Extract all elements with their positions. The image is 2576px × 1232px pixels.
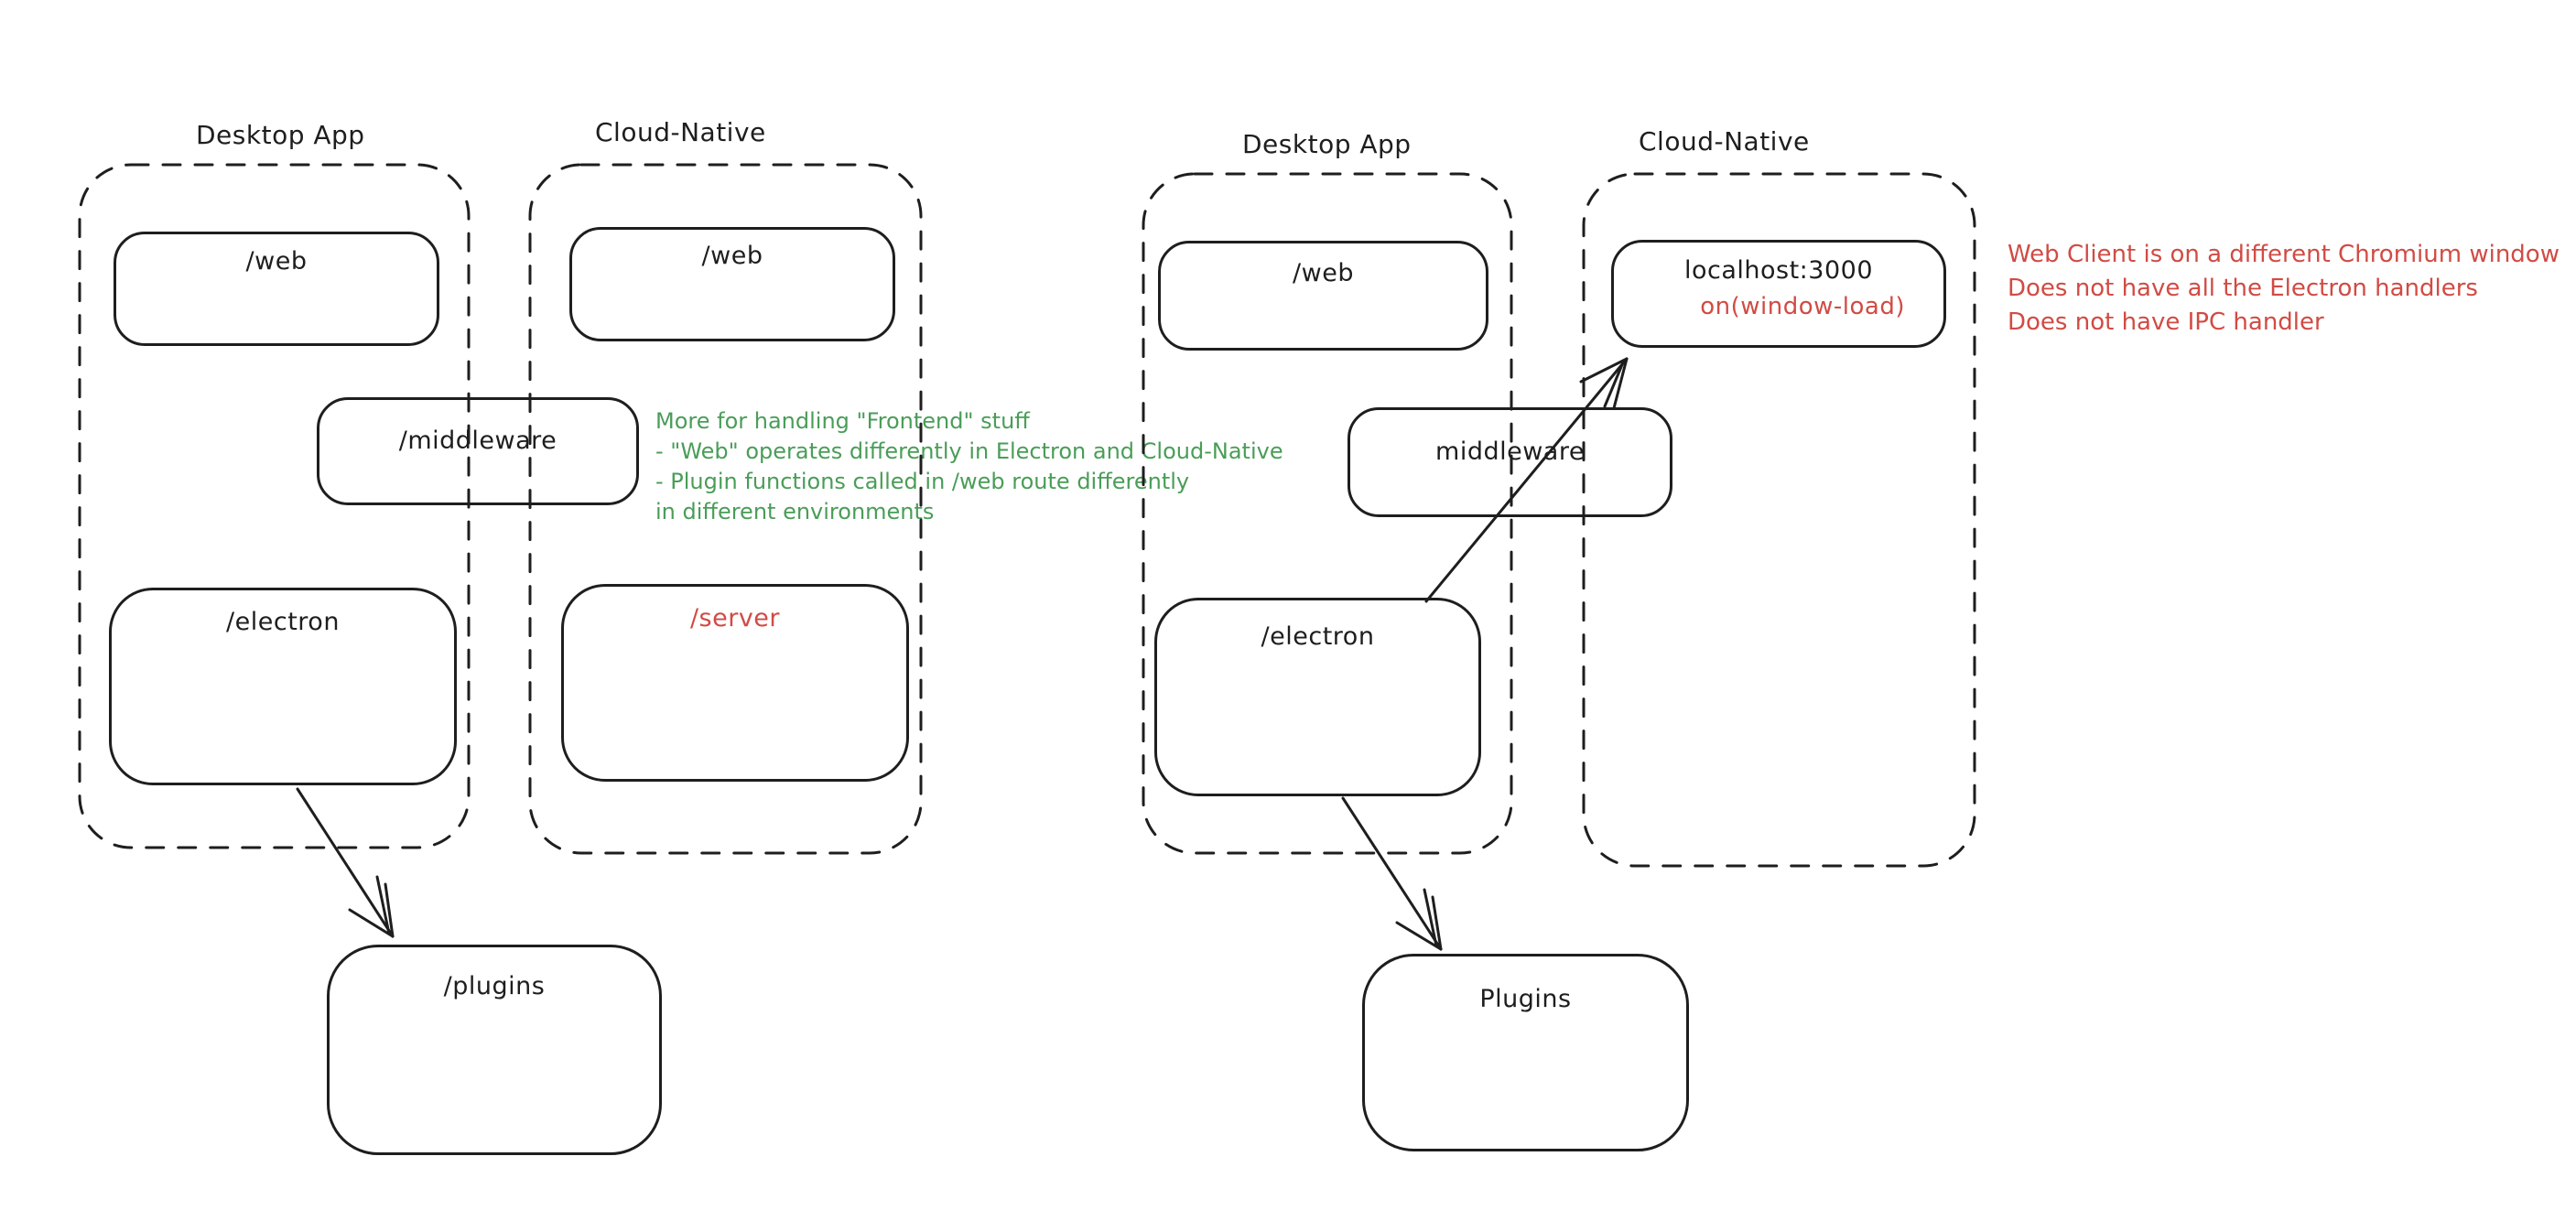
right-desktop-app-title[interactable]: Desktop App	[1242, 129, 1412, 159]
right-desktop-app-container[interactable]	[1142, 172, 1513, 855]
left-desktop-app-container[interactable]	[78, 163, 471, 849]
node-left-server[interactable]: /server	[561, 584, 909, 782]
node-left-web-cloud-label: /web	[701, 242, 763, 270]
right-cloud-native-title[interactable]: Cloud-Native	[1639, 126, 1810, 157]
left-desktop-app-title[interactable]: Desktop App	[196, 120, 365, 150]
node-left-electron[interactable]: /electron	[109, 588, 457, 785]
right-red-note[interactable]: Web Client is on a different Chromium wi…	[2008, 238, 2560, 340]
node-right-electron-label: /electron	[1261, 622, 1375, 651]
arrow-left-electron-to-plugins[interactable]	[296, 787, 395, 938]
node-right-localhost[interactable]: localhost:3000 on(window-load)	[1611, 240, 1946, 348]
note-line: Does not have all the Electron handlers	[2008, 275, 2478, 302]
node-right-plugins-label: Plugins	[1479, 985, 1572, 1013]
node-right-middleware-label: middleware	[1435, 438, 1585, 466]
note-line: - Plugin functions called in /web route …	[655, 469, 1190, 494]
node-left-web-cloud[interactable]: /web	[569, 227, 895, 341]
node-left-web-desktop-label: /web	[245, 247, 308, 276]
node-left-middleware-label: /middleware	[398, 427, 557, 455]
note-line: Web Client is on a different Chromium wi…	[2008, 241, 2560, 268]
arrow-right-electron-to-localhost[interactable]	[1424, 357, 1629, 603]
left-green-note[interactable]: More for handling "Frontend" stuff - "We…	[655, 406, 1283, 527]
note-line: More for handling "Frontend" stuff	[655, 408, 1030, 434]
node-right-localhost-label: localhost:3000	[1683, 256, 1873, 285]
note-line: Does not have IPC handler	[2008, 308, 2324, 336]
node-right-electron[interactable]: /electron	[1154, 598, 1481, 796]
node-right-web-label: /web	[1293, 259, 1354, 287]
node-left-middleware[interactable]: /middleware	[317, 397, 639, 505]
node-left-web-desktop[interactable]: /web	[114, 232, 439, 346]
left-cloud-native-title[interactable]: Cloud-Native	[595, 117, 766, 147]
right-cloud-native-container[interactable]	[1582, 172, 1976, 868]
node-right-plugins[interactable]: Plugins	[1362, 954, 1689, 1151]
node-right-web[interactable]: /web	[1158, 241, 1488, 351]
node-left-server-label: /server	[689, 604, 781, 632]
arrow-right-electron-to-plugins[interactable]	[1341, 796, 1443, 951]
left-cloud-native-container[interactable]	[528, 163, 923, 855]
node-left-plugins-label: /plugins	[443, 972, 546, 1000]
node-left-electron-label: /electron	[226, 608, 340, 636]
node-left-plugins[interactable]: /plugins	[327, 945, 662, 1155]
note-line: in different environments	[655, 499, 935, 524]
note-line: - "Web" operates differently in Electron…	[655, 438, 1283, 464]
node-right-localhost-sublabel: on(window-load)	[1700, 293, 1905, 320]
